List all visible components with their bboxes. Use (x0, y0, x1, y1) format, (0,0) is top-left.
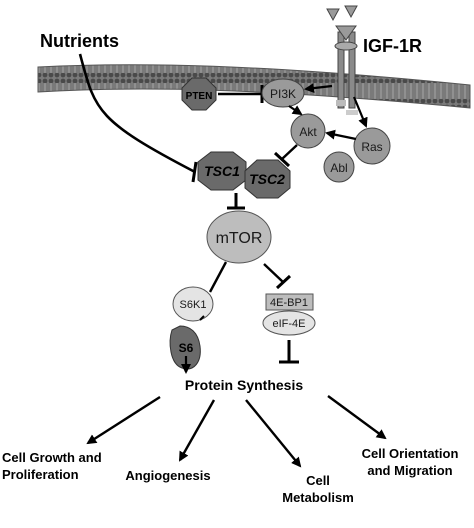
tsc1-node (197, 151, 247, 191)
akt-node (290, 113, 326, 149)
receptor-activates-pi3k-arrow (304, 83, 333, 94)
protein-synthesis-label: Protein Synthesis (185, 377, 303, 393)
pi3k-node (261, 78, 305, 108)
angiogenesis-label: Angiogenesis (125, 468, 210, 483)
mtor-node (206, 210, 272, 264)
metabolism-label-line2: Metabolism (282, 490, 354, 505)
to-growth-arrow (86, 395, 161, 445)
igf1r-label: IGF-1R (363, 36, 422, 56)
s6-label: S6 (179, 341, 194, 355)
pi3k-label: PI3K (270, 87, 296, 101)
abl-node (323, 151, 355, 183)
tsc1-label: TSC1 (204, 163, 240, 179)
to-angiogenesis-arrow (178, 399, 216, 462)
igf1r-receptor-icon (326, 5, 358, 115)
s6k1-label: S6K1 (180, 299, 207, 311)
nutrients-inhibits-tsc1-line (78, 53, 196, 174)
tsc2-label: TSC2 (249, 171, 285, 187)
growth-label-line2: Proliferation (2, 467, 79, 482)
ras-node (353, 127, 391, 165)
mtor-inhibits-4ebp1-line (263, 263, 284, 283)
s6k1-node (172, 286, 214, 322)
mtor-activates-s6k1-line (208, 261, 228, 293)
akt-inhibits-tsc2-line (281, 144, 298, 160)
nutrients-label: Nutrients (40, 31, 119, 51)
pi3k-activates-akt-arrow (288, 105, 303, 116)
to-metabolism-arrow (245, 399, 302, 468)
growth-label-line1: Cell Growth and (2, 450, 102, 465)
s6-ribosome-icon (169, 325, 201, 370)
4ebp1-label: 4E-BP1 (270, 297, 308, 309)
orientation-label-line2: and Migration (367, 463, 452, 478)
receptor-activates-ras-arrow (352, 96, 368, 128)
orientation-label-line1: Cell Orientation (362, 446, 459, 461)
abl-label: Abl (330, 161, 347, 175)
pten-label: PTEN (186, 91, 213, 102)
pten-node (181, 77, 217, 111)
ras-label: Ras (361, 140, 382, 154)
to-orientation-arrow (327, 395, 387, 440)
metabolism-label-line1: Cell (306, 473, 330, 488)
eif4e-node (262, 310, 316, 336)
mtor-label: mTOR (216, 230, 263, 247)
akt-label: Akt (299, 125, 317, 139)
cell-membrane (37, 64, 471, 109)
4ebp1-node (265, 293, 314, 311)
tsc2-node (244, 159, 291, 199)
ras-activates-akt-arrow (325, 129, 357, 141)
eif4e-label: eIF-4E (272, 318, 305, 330)
